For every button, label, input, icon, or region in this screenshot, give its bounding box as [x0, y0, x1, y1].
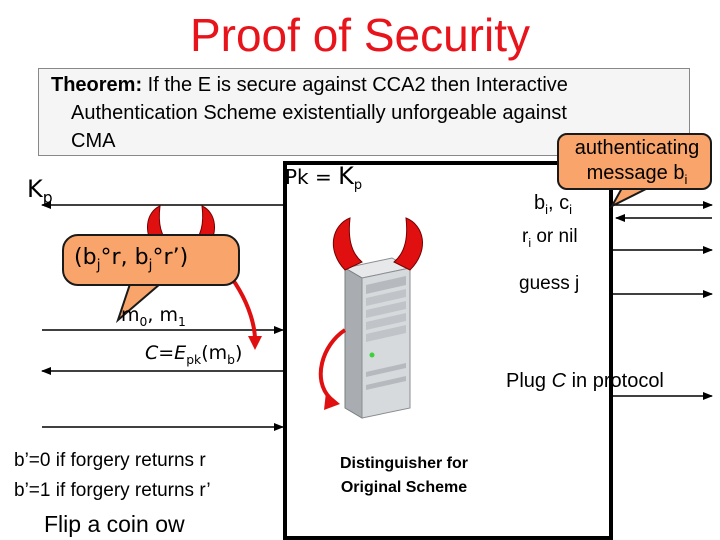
callout-right-text: authenticating message bi: [562, 136, 712, 192]
c-epk-label: C=Epk(mb): [145, 342, 243, 367]
ri-nil-label: ri or nil: [522, 226, 578, 250]
flip-coin-label: Flip a coin ow: [44, 511, 185, 537]
callout-right-line-1: authenticating: [574, 137, 700, 159]
distinguisher-line-1: Distinguisher for: [339, 455, 468, 472]
m0-m1-label: m0, m1: [121, 304, 186, 329]
theorem-line-1: If the E is secure against CCA2 then Int…: [142, 74, 568, 96]
callout-left-text: (bj°r, bj°r’): [74, 245, 189, 274]
forgery-line-2: b’=1 if forgery returns r’: [14, 480, 211, 501]
distinguisher-box: [283, 161, 613, 540]
plug-c-label: Plug C in protocol: [506, 370, 664, 392]
forgery-line-1: b’=0 if forgery returns r: [14, 450, 206, 471]
theorem-box: Theorem: If the E is secure against CCA2…: [38, 68, 690, 156]
theorem-line-2: Authentication Scheme existentially unfo…: [71, 102, 567, 124]
callout-right-line-2: message bi: [586, 162, 688, 187]
theorem-line-3: CMA: [71, 130, 116, 152]
distinguisher-line-2: Original Scheme: [340, 479, 468, 496]
theorem-lead: Theorem:: [51, 74, 143, 96]
callout-left: [62, 234, 240, 286]
kp-left-label: Kp: [27, 175, 53, 207]
devil-server-icon: [318, 217, 423, 410]
server-icon: [343, 257, 412, 419]
callout-right: [557, 133, 712, 190]
page-title: Proof of Security: [189, 9, 531, 61]
bi-ci-label: bi, ci: [534, 192, 573, 217]
forgery-label: b’=0 if forgery returns r b’=1 if forger…: [14, 446, 211, 506]
pk-center-label: Pk = Kp: [285, 162, 363, 193]
guess-j-label: guess j: [519, 273, 580, 294]
distinguisher-label: Distinguisher for Original Scheme: [306, 452, 502, 500]
